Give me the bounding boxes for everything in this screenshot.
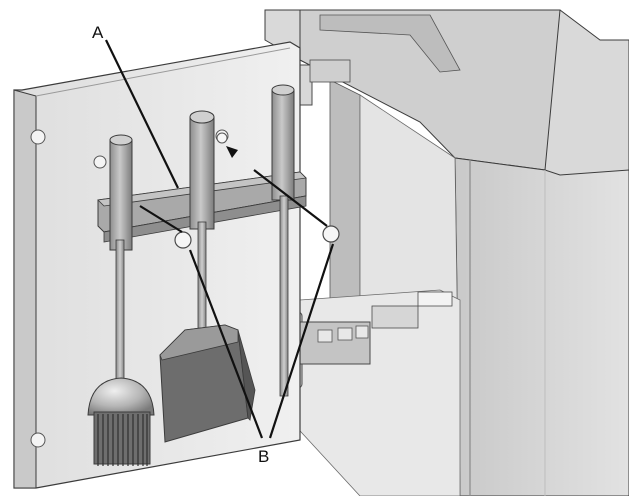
wall-mount-clip-icon — [174, 231, 192, 249]
panel-screw — [30, 129, 46, 145]
post-middle — [189, 116, 215, 230]
callout-label-b: B — [258, 447, 269, 466]
brush — [87, 239, 155, 466]
callout-label-a: A — [92, 23, 104, 42]
leader-line-b-right-upper — [253, 169, 328, 227]
wall-panel — [13, 41, 301, 489]
brush-head-icon — [87, 377, 155, 416]
cabinet-top-ledge — [319, 14, 461, 73]
leader-line-b-right — [268, 243, 335, 439]
upper-clip — [216, 132, 228, 144]
leader-line-b-left — [188, 249, 264, 439]
arrowhead — [226, 146, 238, 158]
leader-line-a — [105, 39, 179, 189]
cabinet-door-edge — [454, 157, 629, 496]
panel-screw — [93, 155, 107, 169]
panel-left-flange — [13, 89, 37, 489]
leader-line-b-left-upper — [139, 205, 183, 233]
dustpan — [159, 221, 256, 443]
panel-screw — [30, 432, 46, 448]
rod-right — [279, 195, 289, 397]
wall-mount-clips — [174, 225, 340, 249]
cabinet — [261, 9, 629, 496]
cabinet-channel — [329, 79, 361, 331]
brush-handle — [115, 239, 125, 386]
post-right — [271, 89, 295, 201]
post-left — [109, 139, 133, 251]
leader-lines — [105, 39, 335, 439]
wall-mount-clip-icon — [322, 225, 340, 243]
